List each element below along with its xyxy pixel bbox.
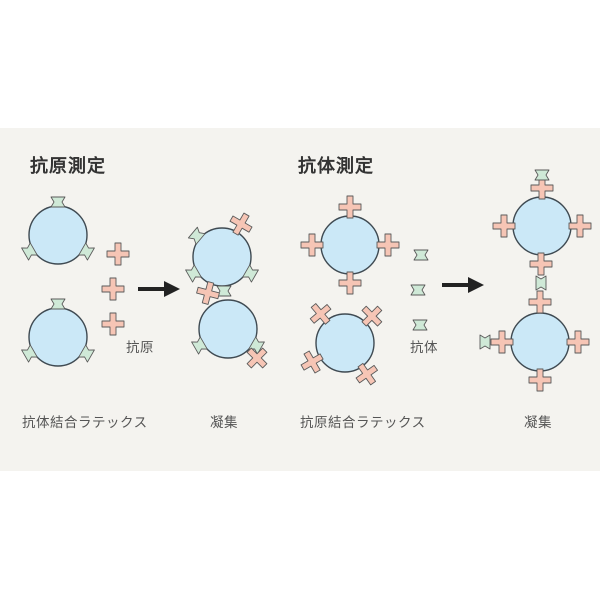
- antigen-icon: [529, 252, 553, 276]
- agglutination-label-left: 凝集: [210, 415, 238, 431]
- antibody-icon: [534, 169, 550, 181]
- antigen-icon: [376, 233, 400, 257]
- antibody-icon: [50, 196, 66, 208]
- antigen-icon: [492, 214, 516, 238]
- antigen-latex-label: 抗原結合ラテックス: [300, 415, 426, 431]
- antigen-icon: [528, 290, 552, 314]
- latex-bead-icon: [198, 299, 258, 359]
- antigen-icon: [101, 277, 125, 301]
- diagram-background: [0, 128, 600, 471]
- antibody-icon: [50, 298, 66, 310]
- antigen-icon: [300, 233, 324, 257]
- latex-bead-icon: [28, 307, 88, 367]
- latex-bead-icon: [510, 312, 570, 372]
- antigen-icon: [338, 195, 362, 219]
- antigen-icon: [568, 214, 592, 238]
- antibody-icon: [412, 319, 428, 331]
- antigen-icon: [101, 312, 125, 336]
- antibody-latex-label: 抗体結合ラテックス: [22, 415, 148, 431]
- antigen-icon: [490, 330, 514, 354]
- antibody-icon: [535, 275, 547, 291]
- antibody-assay-title: 抗体測定: [298, 156, 374, 177]
- antigen-icon: [338, 271, 362, 295]
- antigen-icon: [106, 242, 130, 266]
- antigen-icon: [528, 368, 552, 392]
- antibody-icon: [410, 284, 426, 296]
- agglutination-label-right: 凝集: [524, 415, 552, 431]
- antigen-assay-title: 抗原測定: [30, 156, 106, 177]
- antigen-icon: [566, 330, 590, 354]
- latex-bead-icon: [512, 196, 572, 256]
- free-antigen-label: 抗原: [126, 340, 154, 356]
- antibody-icon: [413, 249, 429, 261]
- free-antibody-label: 抗体: [410, 340, 438, 356]
- latex-bead-icon: [320, 215, 380, 275]
- antibody-icon: [479, 334, 491, 350]
- latex-bead-icon: [315, 313, 375, 373]
- latex-bead-icon: [28, 205, 88, 265]
